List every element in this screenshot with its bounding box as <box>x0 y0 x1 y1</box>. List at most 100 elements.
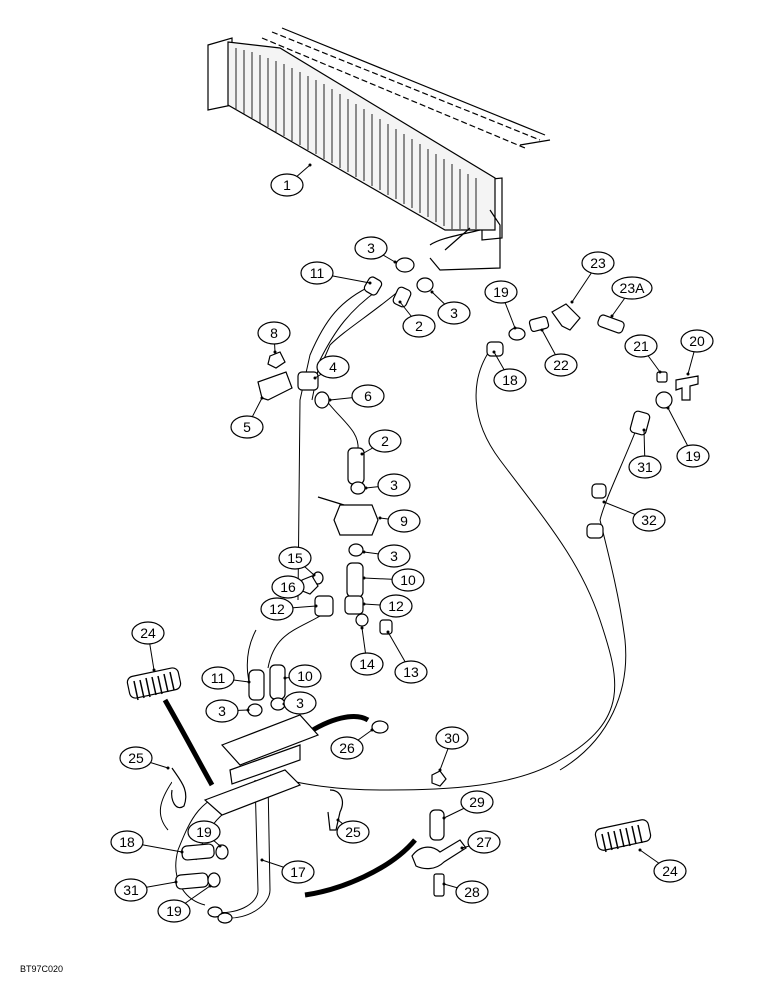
callout-bubble <box>283 691 317 715</box>
callout-hose-lower-2: 31 <box>114 878 178 902</box>
callout-label: 24 <box>140 625 156 641</box>
callout-label: 17 <box>290 864 306 880</box>
callout-hose-right: 18 <box>492 350 527 392</box>
callout-label: 32 <box>641 512 657 528</box>
spring-guard-icon <box>126 667 652 853</box>
callout-bubble <box>455 880 489 904</box>
callout-bubble <box>336 820 370 844</box>
callout-label: 10 <box>297 668 313 684</box>
callout-label: 23 <box>590 255 606 271</box>
leader-arrowhead <box>362 550 366 554</box>
callout-label: 3 <box>390 548 398 564</box>
callout-nipple-fitting: 23A <box>610 276 653 318</box>
leader-arrowhead <box>336 818 340 822</box>
leader-arrowhead <box>442 882 446 886</box>
leader-arrowhead <box>460 846 464 850</box>
callout-label: 26 <box>339 740 355 756</box>
callout-washer: 15 <box>278 546 316 577</box>
leader-arrowhead <box>513 326 517 330</box>
leader-arrowhead <box>378 516 382 520</box>
callout-bubble <box>300 261 334 285</box>
callout-label: 31 <box>637 459 653 475</box>
callout-bubble <box>493 368 527 392</box>
leader-arrowhead <box>602 500 606 504</box>
leader-arrowhead <box>492 350 496 354</box>
callout-spring-guard-left: 24 <box>131 621 165 672</box>
callout-label: 27 <box>476 834 492 850</box>
callout-bubble <box>288 664 322 688</box>
callout-label: 11 <box>310 265 325 281</box>
callout-hose-lower-right: 10 <box>283 664 322 688</box>
callout-label: 18 <box>502 372 518 388</box>
callout-sleeve: 29 <box>442 790 494 820</box>
leader-arrowhead <box>570 300 574 304</box>
leader-arrowhead <box>312 573 316 577</box>
callout-tee-fitting: 20 <box>680 329 714 376</box>
callout-label: 3 <box>450 305 458 321</box>
callout-label: 29 <box>469 794 485 810</box>
callout-bubble <box>676 444 710 468</box>
callout-label: 21 <box>633 338 649 354</box>
callout-hose-mid: 2 <box>360 429 402 456</box>
callout-label: 31 <box>123 882 139 898</box>
leader-arrowhead <box>442 816 446 820</box>
leader-arrowhead <box>218 844 222 848</box>
leader-arrowhead <box>360 626 364 630</box>
callout-label: 30 <box>444 730 460 746</box>
callout-bubble <box>624 334 658 358</box>
callout-hose-clamp-lower-right: 3 <box>282 691 317 715</box>
callout-label: 11 <box>211 670 226 686</box>
leader-arrowhead <box>180 850 184 854</box>
callout-bubble <box>205 699 239 723</box>
leader-arrowhead <box>540 328 544 332</box>
callout-label: 8 <box>270 325 278 341</box>
callout-label: 12 <box>269 601 285 617</box>
callout-bubble <box>435 726 469 750</box>
callout-bubble <box>157 899 191 923</box>
callout-label: 5 <box>243 419 251 435</box>
callout-nut-small: 30 <box>435 726 469 772</box>
callout-label: 19 <box>493 284 509 300</box>
callout-bubble <box>387 509 421 533</box>
components <box>171 257 699 924</box>
leader-arrowhead <box>273 350 277 354</box>
callout-bubble <box>257 321 291 345</box>
callout-bubble <box>379 594 413 618</box>
callout-label: 14 <box>359 656 375 672</box>
callout-heater-core: 1 <box>270 163 312 197</box>
callout-bubble <box>377 544 411 568</box>
figure-code: BT97C020 <box>20 964 63 974</box>
callout-nut: 8 <box>257 321 291 354</box>
leader-arrowhead <box>370 728 374 732</box>
leader-arrowhead <box>360 452 364 456</box>
callout-hose-upper-left: 11 <box>300 261 372 285</box>
heater-core <box>207 27 551 271</box>
callout-bubble <box>351 384 385 408</box>
callout-hose-clamp-upper-right: 3 <box>430 290 471 325</box>
callout-label: 25 <box>345 824 361 840</box>
callout-bubble <box>467 830 501 854</box>
callout-label: 12 <box>388 598 404 614</box>
leader-arrowhead <box>152 668 156 672</box>
leader-arrowhead <box>386 630 390 634</box>
leader-arrowhead <box>393 260 397 264</box>
callout-label: 4 <box>329 359 337 375</box>
callout-clips: 32 <box>602 500 666 532</box>
callout-plug: 21 <box>624 334 662 374</box>
callout-hose-far-right: 31 <box>628 428 662 479</box>
callout-bubble <box>377 473 411 497</box>
callout-bubble <box>230 415 264 439</box>
leader-arrowhead <box>283 676 287 680</box>
callout-label: 3 <box>296 695 304 711</box>
callout-clamp-right: 12 <box>362 594 413 618</box>
callout-label: 22 <box>553 357 569 373</box>
leader-arrowhead <box>246 708 250 712</box>
callout-hose-clamp-lower-left: 3 <box>205 699 250 723</box>
callout-bubble <box>119 746 153 770</box>
callout-bubble <box>628 455 662 479</box>
callout-label: 16 <box>280 579 296 595</box>
callout-bubble <box>484 280 518 304</box>
callout-label: 10 <box>400 572 416 588</box>
callout-hose-clamp-far-right: 19 <box>666 406 710 468</box>
